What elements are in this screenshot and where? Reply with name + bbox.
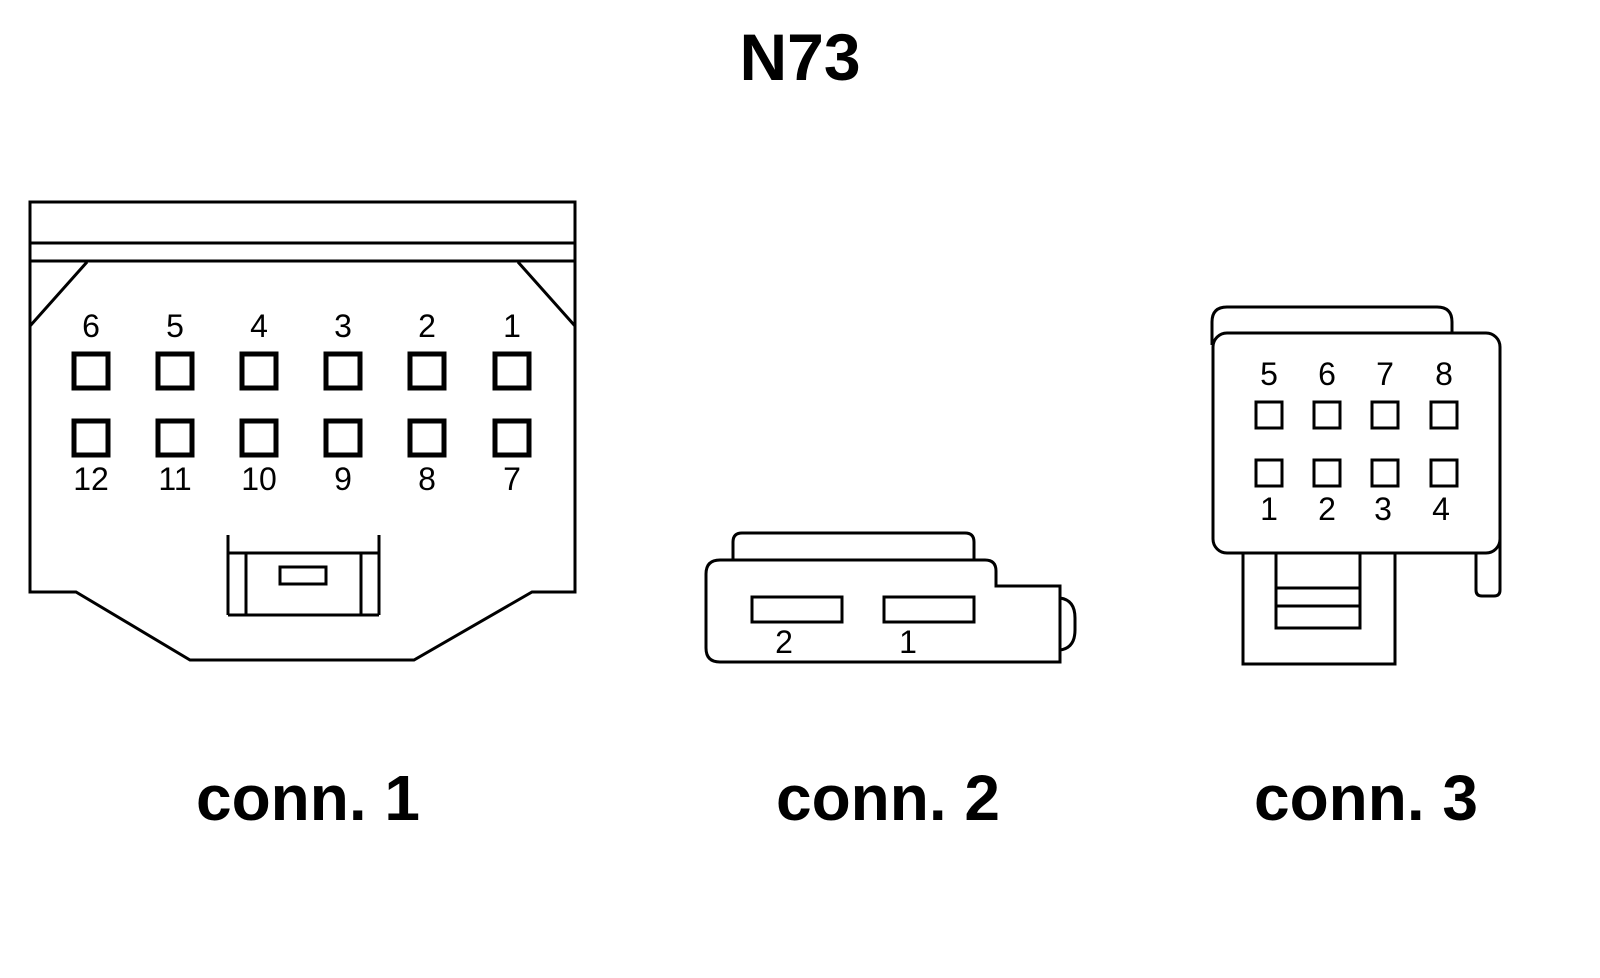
pin-number: 7 <box>1376 356 1394 392</box>
pin-number: 9 <box>334 461 352 497</box>
pin-number: 1 <box>503 308 521 344</box>
pin-number: 4 <box>250 308 268 344</box>
pin-number: 5 <box>166 308 184 344</box>
pin-box <box>492 418 532 458</box>
pin-box <box>1254 458 1284 488</box>
pin-number: 2 <box>775 624 793 660</box>
pin-box <box>1312 458 1342 488</box>
pin-number: 12 <box>73 461 109 497</box>
pin-box <box>1429 400 1459 430</box>
pin-number: 6 <box>1318 356 1336 392</box>
pin-number: 11 <box>158 461 191 497</box>
pin-number: 5 <box>1260 356 1278 392</box>
connector-2-label: conn. 2 <box>776 762 1000 834</box>
pin-number: 3 <box>1374 491 1392 527</box>
pin-box <box>1370 458 1400 488</box>
connector-1-pins <box>71 351 532 458</box>
pin-box <box>239 351 279 391</box>
connector-1-label: conn. 1 <box>196 762 420 834</box>
pin-box <box>492 351 532 391</box>
pin-box <box>155 351 195 391</box>
connector-3-pins <box>1254 400 1459 488</box>
pin-box <box>323 351 363 391</box>
pin-number: 2 <box>1318 491 1336 527</box>
pin-number: 6 <box>82 308 100 344</box>
connector-3: 5 6 7 8 1 2 3 4 <box>1210 305 1502 666</box>
pin-number: 1 <box>899 624 917 660</box>
pin-number: 10 <box>241 461 277 497</box>
pin-box <box>407 351 447 391</box>
connector-1-latch <box>226 535 381 617</box>
diagram-title: N73 <box>739 20 860 94</box>
pin-box <box>239 418 279 458</box>
connector-2-side-tab <box>1059 596 1077 652</box>
pin-box <box>1370 400 1400 430</box>
pin-slot <box>750 595 844 624</box>
pin-number: 2 <box>418 308 436 344</box>
connector-1-chamfer-left <box>28 261 89 327</box>
connector-1-chamfer-right <box>516 261 577 327</box>
connector-1: 6 5 4 3 2 1 12 11 10 9 8 7 <box>28 200 577 662</box>
pin-box <box>155 418 195 458</box>
pin-box <box>71 418 111 458</box>
pin-box <box>407 418 447 458</box>
pin-box <box>323 418 363 458</box>
pin-box <box>71 351 111 391</box>
pin-box <box>1254 400 1284 430</box>
pin-slot <box>882 595 976 624</box>
pin-number: 8 <box>1435 356 1453 392</box>
pin-number: 1 <box>1260 491 1278 527</box>
connector-1-housing <box>28 200 577 662</box>
connector-2: 2 1 <box>704 531 1077 664</box>
connector-2-top-hump <box>731 531 976 563</box>
connector-3-label: conn. 3 <box>1254 762 1478 834</box>
connector-3-housing <box>1211 331 1502 555</box>
pin-box <box>1312 400 1342 430</box>
pin-number: 4 <box>1432 491 1450 527</box>
pin-number: 7 <box>503 461 521 497</box>
pin-number: 3 <box>334 308 352 344</box>
pin-box <box>1429 458 1459 488</box>
pin-number: 8 <box>418 461 436 497</box>
